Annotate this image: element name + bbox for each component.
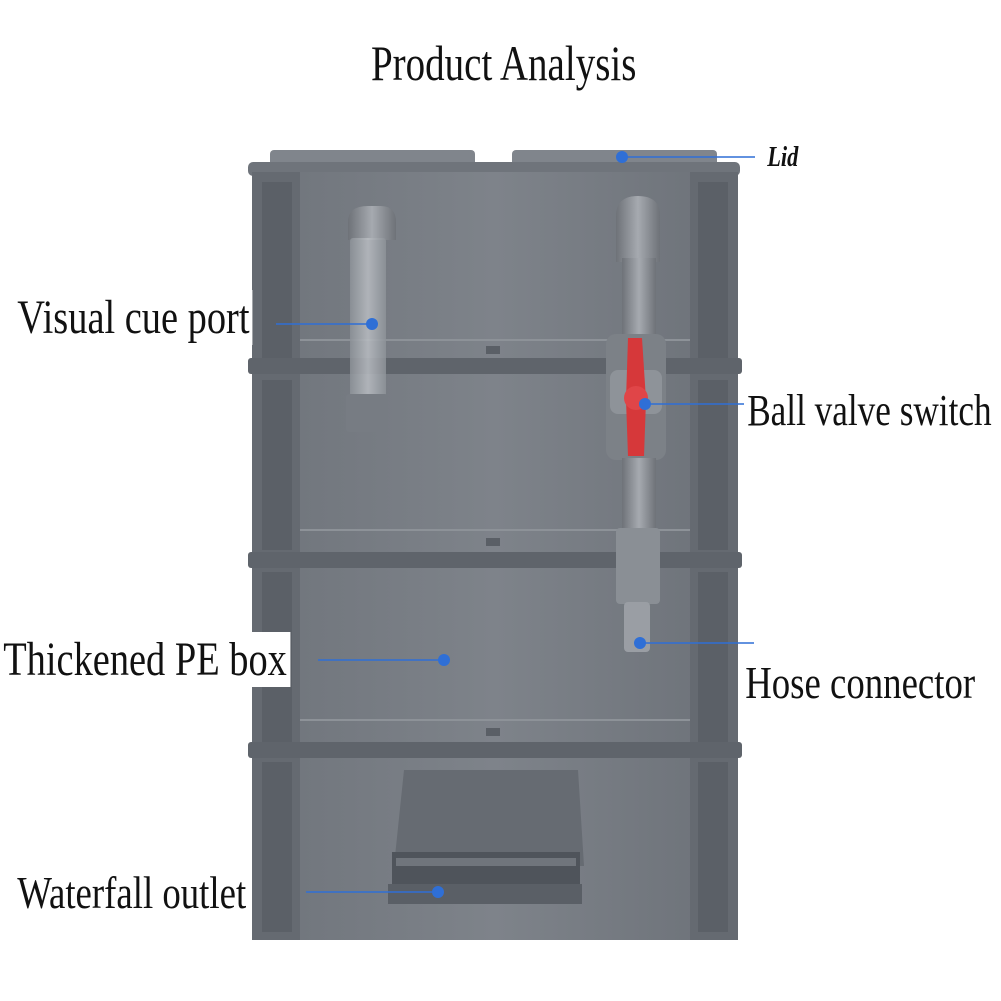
valve-pipe [622,258,656,338]
waterfall-outlet [394,770,584,866]
callout-thickened-pe-box: Thickened PE box [0,632,291,687]
stack-seam [248,552,742,568]
page-title: Product Analysis [370,35,637,91]
visual-cue-elbow [348,206,396,240]
callout-lid: Lid [767,142,799,173]
visual-cue-tube [350,238,386,398]
callout-ball-valve-switch: Ball valve switch [744,385,995,436]
callout-waterfall-outlet: Waterfall outlet [14,866,250,919]
callout-hose-connector: Hose connector [745,657,976,708]
callout-visual-cue-port: Visual cue port [14,290,253,345]
stack-seam [248,742,742,758]
valve-pipe-elbow [616,196,660,262]
stack-seam [248,358,742,374]
